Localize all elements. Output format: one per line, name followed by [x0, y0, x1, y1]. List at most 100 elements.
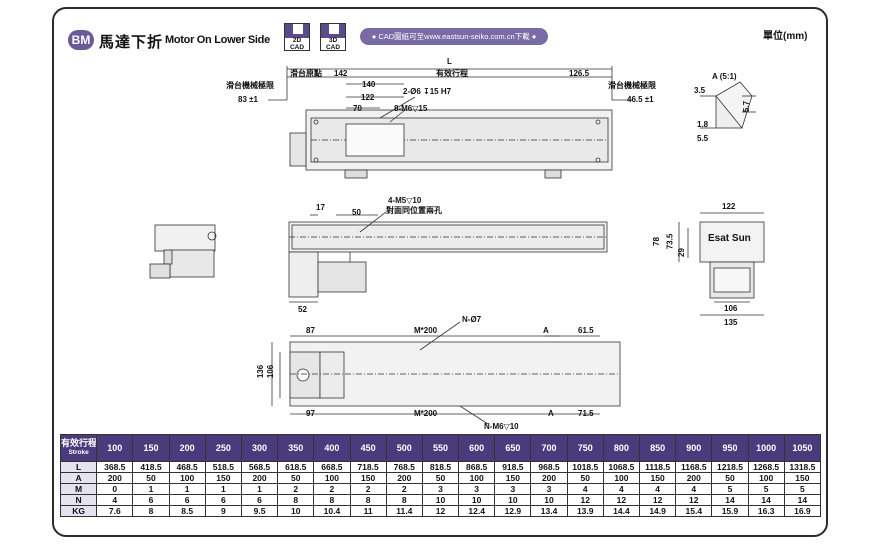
- dim-83: 83 ±1: [238, 95, 258, 104]
- table-cell: 100: [313, 472, 351, 484]
- stroke-col-header: 600: [458, 434, 496, 462]
- table-cell: 2: [313, 483, 351, 495]
- detail-5-5: 5.5: [697, 134, 709, 143]
- table-cell: 5: [747, 483, 785, 495]
- hole-note: 對面同位置兩孔: [386, 206, 442, 215]
- title-english: Motor On Lower Side: [165, 34, 270, 46]
- table-cell: 1318.5: [783, 461, 822, 473]
- cad-3d-icon[interactable]: 3D CAD: [320, 23, 346, 51]
- table-cell: 1018.5: [566, 461, 604, 473]
- table-cell: 200: [96, 472, 134, 484]
- hole-4-spec: 4-M5▽10: [388, 196, 422, 205]
- table-cell: 12.4: [458, 505, 496, 517]
- table-cell: 15.9: [711, 505, 749, 517]
- table-cell: 50: [421, 472, 460, 484]
- table-cell: 568.5: [240, 461, 279, 473]
- stroke-col-header: 100: [96, 434, 134, 462]
- table-cell: 10: [530, 494, 568, 506]
- table-cell: 6: [240, 494, 279, 506]
- table-cell: 4: [638, 483, 677, 495]
- stroke-col-header: 450: [349, 434, 387, 462]
- table-cell: 13.4: [530, 505, 568, 517]
- table-cell: 818.5: [421, 461, 460, 473]
- dim-17: 17: [316, 203, 325, 212]
- dim-m200-bottom: M*200: [414, 409, 438, 418]
- cad-3d-sub: CAD: [325, 44, 341, 51]
- table-cell: 718.5: [349, 461, 387, 473]
- cad-2d-icon[interactable]: 2D CAD: [284, 23, 310, 51]
- table-cell: 10: [421, 494, 460, 506]
- table-cell: 14: [783, 494, 822, 506]
- mech-limit-right: 滑台機械極限: [608, 81, 656, 90]
- mech-limit-left: 滑台機械極限: [226, 81, 274, 90]
- stroke-col-header: 650: [494, 434, 532, 462]
- table-cell: 2: [385, 483, 423, 495]
- slide-origin-label: 滑台原點: [290, 69, 322, 78]
- table-cell: 3: [494, 483, 532, 495]
- table-cell: 6: [132, 494, 170, 506]
- table-cell: 11: [349, 505, 387, 517]
- stroke-col-header: 350: [277, 434, 315, 462]
- table-cell: 4: [675, 483, 713, 495]
- table-cell: 368.5: [96, 461, 134, 473]
- dim-140: 140: [362, 80, 376, 89]
- stroke-header: 有效行程 Stroke: [59, 434, 98, 462]
- end-dim-29: 29: [676, 248, 686, 257]
- stroke-col-header: 750: [566, 434, 604, 462]
- cad-download-banner[interactable]: ● CAD圖紙可至www.eastsun-seiko.com.cn下載 ●: [360, 28, 548, 45]
- table-cell: 16.9: [783, 505, 822, 517]
- table-cell: 150: [494, 472, 532, 484]
- end-dim-73-5: 73.5: [665, 233, 675, 250]
- dim-122: 122: [361, 93, 375, 102]
- stroke-col-header: 500: [385, 434, 423, 462]
- table-cell: 50: [132, 472, 170, 484]
- table-cell: 4: [602, 483, 641, 495]
- table-cell: 8: [132, 505, 170, 517]
- table-cell: 518.5: [204, 461, 242, 473]
- table-cell: 8: [277, 494, 315, 506]
- dim-a-bottom: A: [548, 409, 554, 418]
- stroke-col-header: 700: [530, 434, 568, 462]
- stroke-col-header: 1000: [747, 434, 785, 462]
- table-cell: 12: [675, 494, 713, 506]
- table-cell: 13.9: [566, 505, 604, 517]
- stroke-header-en: Stroke: [68, 449, 89, 456]
- table-cell: 10: [277, 505, 315, 517]
- dim-m200-top: M*200: [414, 326, 438, 335]
- table-cell: 14: [711, 494, 749, 506]
- stroke-col-header: 250: [204, 434, 242, 462]
- dim-142: 142: [334, 69, 348, 78]
- stroke-col-header: 850: [638, 434, 677, 462]
- table-cell: 3: [530, 483, 568, 495]
- title-chinese: 馬達下折: [99, 34, 164, 51]
- table-cell: 0: [96, 483, 134, 495]
- table-cell: 14.9: [638, 505, 677, 517]
- unit-label: 單位(mm): [763, 31, 808, 42]
- detail-3-5: 3.5: [694, 86, 706, 95]
- table-cell: 618.5: [277, 461, 315, 473]
- hole-8-spec: 8-M6▽15: [394, 104, 428, 113]
- table-cell: 1118.5: [638, 461, 677, 473]
- table-cell: 8.5: [168, 505, 206, 517]
- table-cell: 10.4: [313, 505, 351, 517]
- stroke-col-header: 900: [675, 434, 713, 462]
- table-cell: 768.5: [385, 461, 423, 473]
- table-cell: 868.5: [458, 461, 496, 473]
- table-cell: 5: [711, 483, 749, 495]
- stroke-col-header: 400: [313, 434, 351, 462]
- top-view-motor-stub: [289, 132, 307, 167]
- stroke-col-header: 800: [602, 434, 641, 462]
- table-cell: 1: [132, 483, 170, 495]
- dim-46-5: 46.5 ±1: [627, 95, 654, 104]
- table-cell: 8: [385, 494, 423, 506]
- row-label: L: [59, 461, 98, 473]
- detail-1-8: 1.8: [697, 120, 709, 129]
- table-cell: 11.4: [385, 505, 423, 517]
- dim-a-top: A: [543, 326, 549, 335]
- table-cell: 1168.5: [675, 461, 713, 473]
- cad-2d-sub: CAD: [289, 44, 305, 51]
- dim-136: 136: [256, 364, 266, 379]
